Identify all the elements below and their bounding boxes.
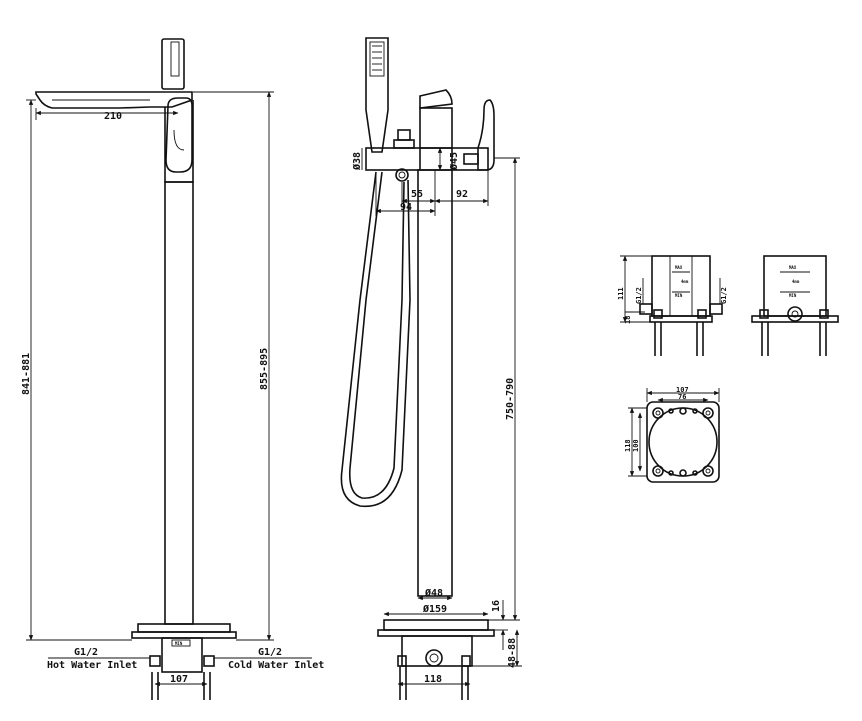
front-view: Ø38 Ø45 55 94 92 750-790 Ø48 Ø159 16 <box>340 37 522 700</box>
front-cartridge <box>419 89 453 109</box>
box-back-view: MAX 4mm MIN <box>751 255 839 356</box>
dim-body-dia: Ø45 <box>448 152 460 171</box>
front-handset-grille <box>369 41 385 77</box>
front-hose-connector <box>395 168 409 182</box>
dim-column-height: 750-790 <box>505 378 516 420</box>
dim-spout-reach: 210 <box>104 111 122 122</box>
svg-text:MIN: MIN <box>175 641 183 646</box>
dim-spout-height: 841-881 <box>21 353 32 395</box>
front-lever <box>477 99 495 171</box>
dim-column-dia: Ø48 <box>424 587 443 599</box>
dim-box-depth: 48-88 <box>507 638 518 668</box>
box-side-low: 18 <box>624 316 632 324</box>
box-top-outer-width: 107 <box>676 386 689 394</box>
box-side-view: MAX 4mm MIN 111 18 G1/2 G1/2 <box>617 255 728 356</box>
side-lever <box>165 97 193 173</box>
side-handset <box>161 38 185 90</box>
dim-offset-94: 94 <box>400 202 412 213</box>
box-side-min: MIN <box>675 293 683 298</box>
dim-flange-dia: Ø159 <box>422 603 447 615</box>
box-back-min: MIN <box>789 293 797 298</box>
box-side-thread-left: G1/2 <box>635 287 643 304</box>
box-side-mm: 4mm <box>681 279 689 284</box>
side-flange <box>137 623 231 633</box>
box-top-outer-height: 118 <box>624 439 632 452</box>
box-top-view: 107 76 118 100 <box>624 386 720 483</box>
cold-inlet-label: Cold Water Inlet <box>228 660 324 671</box>
box-side-max: MAX <box>675 265 683 270</box>
dim-total-height: 855-895 <box>259 348 270 390</box>
front-hose <box>340 171 411 508</box>
dim-offset-92: 92 <box>456 189 468 200</box>
side-spout <box>35 91 193 109</box>
hot-inlet-thread: G1/2 <box>74 647 98 658</box>
front-mixer-body <box>365 147 489 171</box>
front-flange <box>383 619 489 631</box>
box-top-inner-width: 76 <box>678 393 686 401</box>
dim-base-width: 107 <box>170 674 188 685</box>
side-column <box>164 181 194 625</box>
side-box <box>161 637 203 673</box>
box-back-mm: 4mm <box>792 279 800 284</box>
box-top-inner-height: 100 <box>632 439 640 452</box>
box-back-max: MAX <box>789 265 797 270</box>
front-handset <box>365 37 389 153</box>
side-view: MIN 210 841-881 855-895 G1/2 Hot Water I… <box>21 38 324 700</box>
dim-box-width: 118 <box>424 674 442 685</box>
dim-offset-55: 55 <box>411 189 423 200</box>
side-handset-grille <box>170 41 180 77</box>
front-column <box>417 169 453 597</box>
dim-flange-thickness: 16 <box>491 600 502 612</box>
box-side-height: 111 <box>617 287 625 300</box>
cold-inlet-thread: G1/2 <box>258 647 282 658</box>
box-side-thread-right: G1/2 <box>720 287 728 304</box>
dim-handset-dia: Ø38 <box>351 152 363 171</box>
hot-inlet-label: Hot Water Inlet <box>47 660 137 671</box>
